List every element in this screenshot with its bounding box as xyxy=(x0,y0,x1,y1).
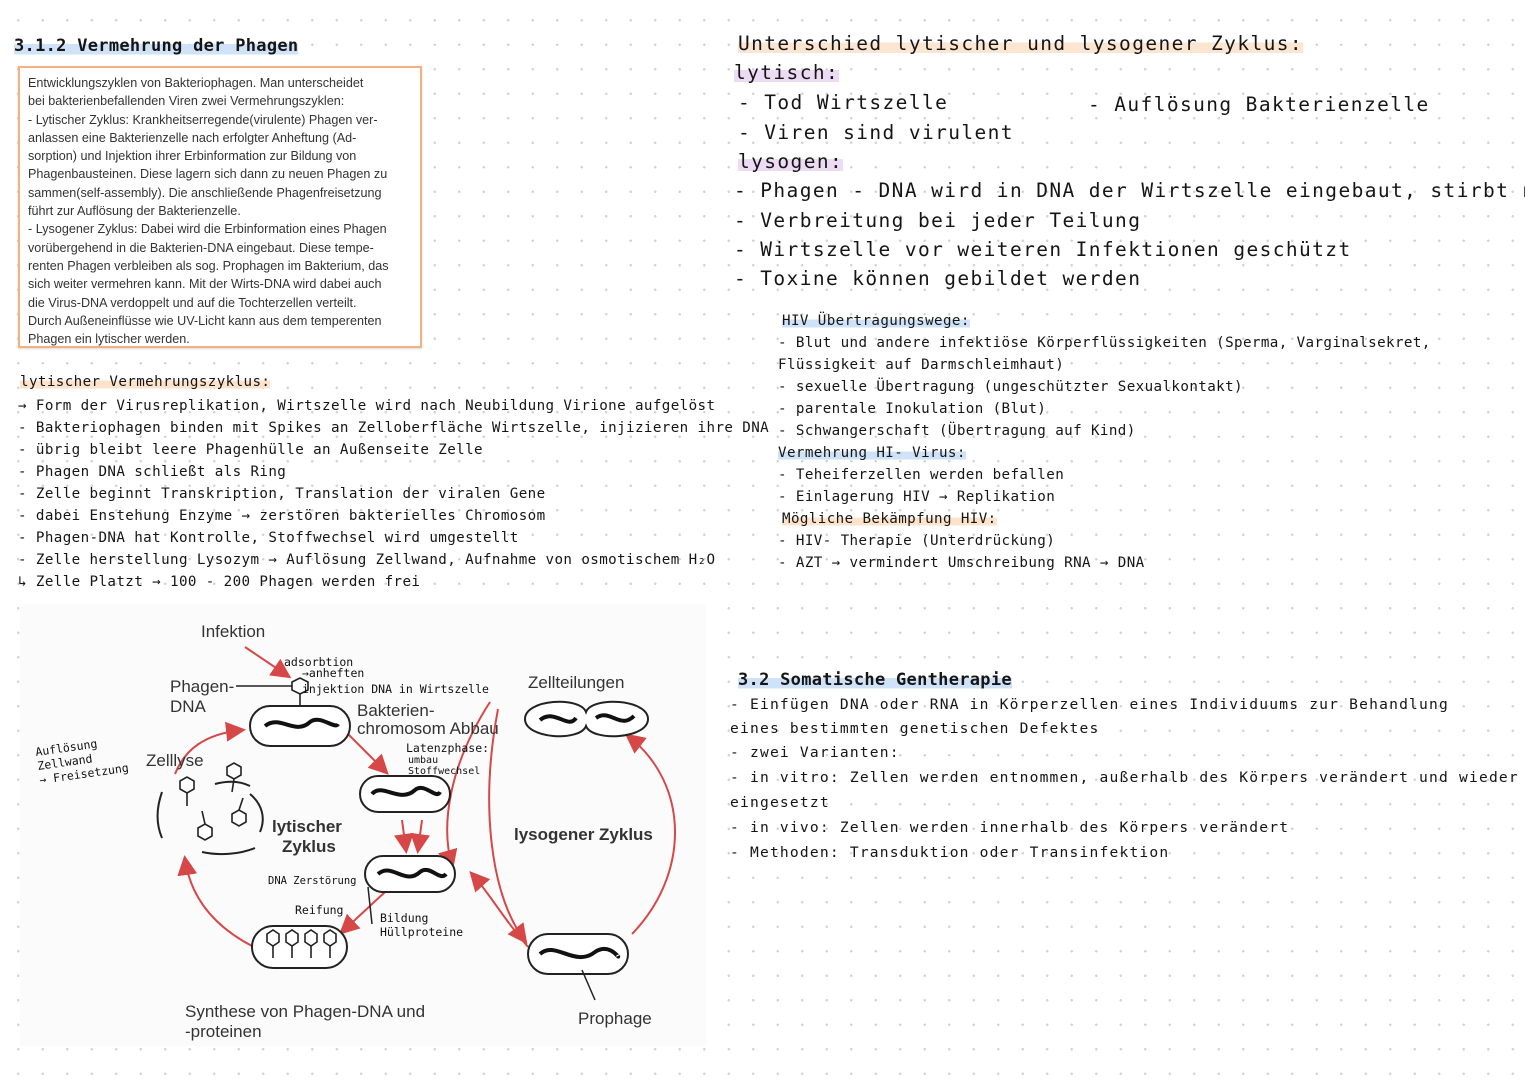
label-chromosom: chromosom Abbau xyxy=(357,719,499,738)
bekaempfung-title: Mögliche Bekämpfung HIV: xyxy=(782,511,997,527)
cycle-arrows xyxy=(174,646,676,948)
list-item: - Schwangerschaft (Übertragung auf Kind) xyxy=(778,423,1136,439)
box-line: sammen(self-assembly). Die anschließende… xyxy=(28,185,382,200)
box-line: - Lysogener Zyklus: Dabei wird die Erbin… xyxy=(28,222,387,237)
list-item: - Methoden: Transduktion oder Transinfek… xyxy=(730,844,1170,861)
label-zellteilungen: Zellteilungen xyxy=(528,673,624,692)
box-line: sorption) und Injektion ihrer Erbinforma… xyxy=(28,149,357,164)
note-anheften: →anheften xyxy=(302,666,364,680)
label-zelllyse: Zelllyse xyxy=(146,751,204,770)
note-reifung: Reifung xyxy=(295,903,343,917)
box-line: die Virus-DNA verdoppelt und auf die Toc… xyxy=(28,295,357,310)
box-line: Durch Außeneinflüsse wie UV-Licht kann a… xyxy=(28,313,382,328)
box-line: Entwicklungszyklen von Bakteriophagen. M… xyxy=(28,76,364,90)
heading-text: 3.1.2 Vermehrung der Phagen xyxy=(14,36,299,56)
box-line: Phagenbausteinen. Diese lagern sich dann… xyxy=(28,167,388,182)
list-item: - Tod Wirtszelle xyxy=(738,91,949,114)
list-item: - AZT → vermindert Umschreibung RNA → DN… xyxy=(778,555,1145,571)
list-item: - Verbreitung bei jeder Teilung xyxy=(734,209,1142,232)
list-item: - übrig bleibt leere Phagenhülle an Auße… xyxy=(18,442,483,458)
box-line: - Lytischer Zyklus: Krankheitserregende(… xyxy=(28,112,378,127)
box-line: Phagen ein lytischer werden. xyxy=(28,332,190,347)
list-item: - Toxine können gebildet werden xyxy=(734,267,1142,290)
lysis-fragments xyxy=(156,780,264,856)
box-line: vorübergehend in die Bakterien-DNA einge… xyxy=(28,240,374,255)
note-latenz: Latenzphase: xyxy=(406,741,489,755)
list-item: - in vivo: Zellen werden innerhalb des K… xyxy=(730,819,1290,836)
note-stoffwechsel: Stoffwechsel xyxy=(408,766,480,777)
box-line: führt zur Auflösung der Bakterienzelle. xyxy=(28,204,241,219)
label-synthese: Synthese von Phagen-DNA und xyxy=(185,1002,425,1021)
section-heading-gentherapie: 3.2 Somatische Gentherapie xyxy=(738,670,1012,690)
note-injektion: injektion DNA in Wirtszelle xyxy=(302,682,489,696)
label-phagen-dna-2: DNA xyxy=(170,697,207,716)
label-lines xyxy=(236,685,596,1001)
label-infektion: Infektion xyxy=(201,622,265,641)
note-huellproteine: Hüllproteine xyxy=(380,925,463,939)
list-item: - Einlagerung HIV → Replikation xyxy=(778,489,1056,505)
label-lysogener-zyklus: lysogener Zyklus xyxy=(514,825,653,844)
list-item: Flüssigkeit auf Darmschleimhaut) xyxy=(778,357,1065,373)
list-item: - Zelle beginnt Transkription, Translati… xyxy=(18,486,546,502)
list-item: - sexuelle Übertragung (ungeschützter Se… xyxy=(778,379,1243,395)
note-dna-zerstoerung: DNA Zerstörung xyxy=(268,875,357,887)
label-synthese-2: -proteinen xyxy=(185,1022,262,1041)
label-prophage: Prophage xyxy=(578,1009,652,1028)
label-phagen-dna: Phagen- xyxy=(170,677,234,696)
list-item: - Auflösung Bakterienzelle xyxy=(1088,93,1430,116)
list-item: - zwei Varianten: xyxy=(730,744,900,761)
lytisch-label: lytisch: xyxy=(734,61,840,84)
list-item: - Phagen-DNA hat Kontrolle, Stoffwechsel… xyxy=(18,530,519,546)
box-line: anlassen eine Bakterienzelle nach erfolg… xyxy=(28,130,357,145)
list-item: - Phagen - DNA wird in DNA der Wirtszell… xyxy=(734,179,1525,202)
label-zyklus: Zyklus xyxy=(282,837,336,856)
list-item: - Zelle herstellung Lysozym → Auflösung … xyxy=(18,552,716,568)
note-umbau: umbau xyxy=(408,755,438,766)
vermehrung-title: Vermehrung HI- Virus: xyxy=(778,445,966,461)
list-item: → Form der Virusreplikation, Wirtszelle … xyxy=(18,398,716,414)
list-item: - Bakteriophagen binden mit Spikes an Ze… xyxy=(18,420,770,436)
note-adsorption: adsorbtion xyxy=(284,655,353,669)
list-item: - in vitro: Zellen werden entnommen, auß… xyxy=(730,769,1519,786)
list-item: eines bestimmten genetischen Defektes xyxy=(730,720,1100,737)
dna-squiggles xyxy=(263,713,636,960)
phage-particles xyxy=(179,677,337,958)
box-line: renten Phagen verbleiben als sog. Propha… xyxy=(28,258,389,273)
section-heading-phagen: 3.1.2 Vermehrung der Phagen xyxy=(14,36,299,56)
list-item: - Teheiferzellen werden befallen xyxy=(778,467,1065,483)
phage-cycle-diagram: Infektion Phagen- DNA Bakterien- chromos… xyxy=(34,622,676,1041)
list-item: - Einfügen DNA oder RNA in Körperzellen … xyxy=(730,696,1450,713)
list-item: - HIV- Therapie (Unterdrückung) xyxy=(778,533,1056,549)
note-bildung: Bildung xyxy=(380,911,428,925)
list-item: - parentale Inokulation (Blut) xyxy=(778,401,1047,417)
box-line: sich weiter vermehren kann. Mit der Wirt… xyxy=(28,277,382,292)
lysogen-label: lysogen: xyxy=(738,150,844,173)
list-item: eingesetzt xyxy=(730,794,830,811)
list-item: - Phagen DNA schließt als Ring xyxy=(18,464,287,480)
list-item: - dabei Enstehung Enzyme → zerstören bak… xyxy=(18,508,546,524)
list-item: - Blut und andere infektiöse Körperflüss… xyxy=(778,335,1431,351)
hiv-title: HIV Übertragungswege: xyxy=(782,313,970,329)
definition-box: Entwicklungszyklen von Bakteriophagen. M… xyxy=(18,66,422,348)
phage-cycle-figure: Infektion Phagen- DNA Bakterien- chromos… xyxy=(20,604,706,1046)
list-item: ↳ Zelle Platzt → 100 - 200 Phagen werden… xyxy=(18,574,421,590)
comparison-title: Unterschied lytischer und lysogener Zykl… xyxy=(738,32,1304,55)
list-item: - Wirtszelle vor weiteren Infektionen ge… xyxy=(734,238,1352,261)
list-item: - Viren sind virulent xyxy=(738,121,1014,144)
label-lytischer: lytischer xyxy=(272,817,342,836)
label-bakterien: Bakterien- xyxy=(357,701,434,720)
box-line: bei bakterienbefallenden Viren zwei Verm… xyxy=(28,94,345,109)
lytic-cycle-title: lytischer Vermehrungszyklus: xyxy=(20,374,271,390)
